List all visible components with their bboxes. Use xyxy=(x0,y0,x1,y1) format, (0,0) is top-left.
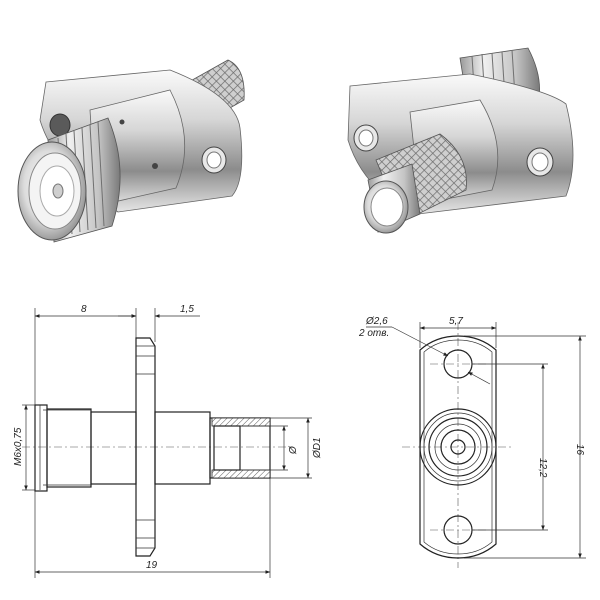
threaded-jack xyxy=(17,117,121,243)
side-view-drawing: 8 1,5 M6x0,75 19 Ø ØD1 xyxy=(13,304,323,578)
dim-thread: M6x0,75 xyxy=(13,427,24,466)
dim-flange-thickness: 1,5 xyxy=(180,304,194,315)
dim-hole-spacing: 12,2 xyxy=(537,458,548,478)
dim-outer-diameter: ØD1 xyxy=(312,437,323,459)
dim-hole-diameter: Ø2,6 xyxy=(365,316,388,327)
crimp-tube xyxy=(363,163,421,234)
product-photo-rear xyxy=(347,47,574,234)
dim-total-length: 19 xyxy=(146,560,158,571)
product-photo-front xyxy=(17,59,245,243)
dim-flange-offset: 8 xyxy=(81,304,87,315)
front-view-drawing: 5,7 Ø2,6 2 отв. 12,2 16 xyxy=(358,316,586,568)
dim-hole-count: 2 отв. xyxy=(358,328,389,339)
dim-inner-diameter: Ø xyxy=(288,445,299,455)
dim-flange-height: 16 xyxy=(574,444,585,456)
dim-flange-width: 5,7 xyxy=(449,316,463,327)
flange-outline xyxy=(419,335,497,559)
